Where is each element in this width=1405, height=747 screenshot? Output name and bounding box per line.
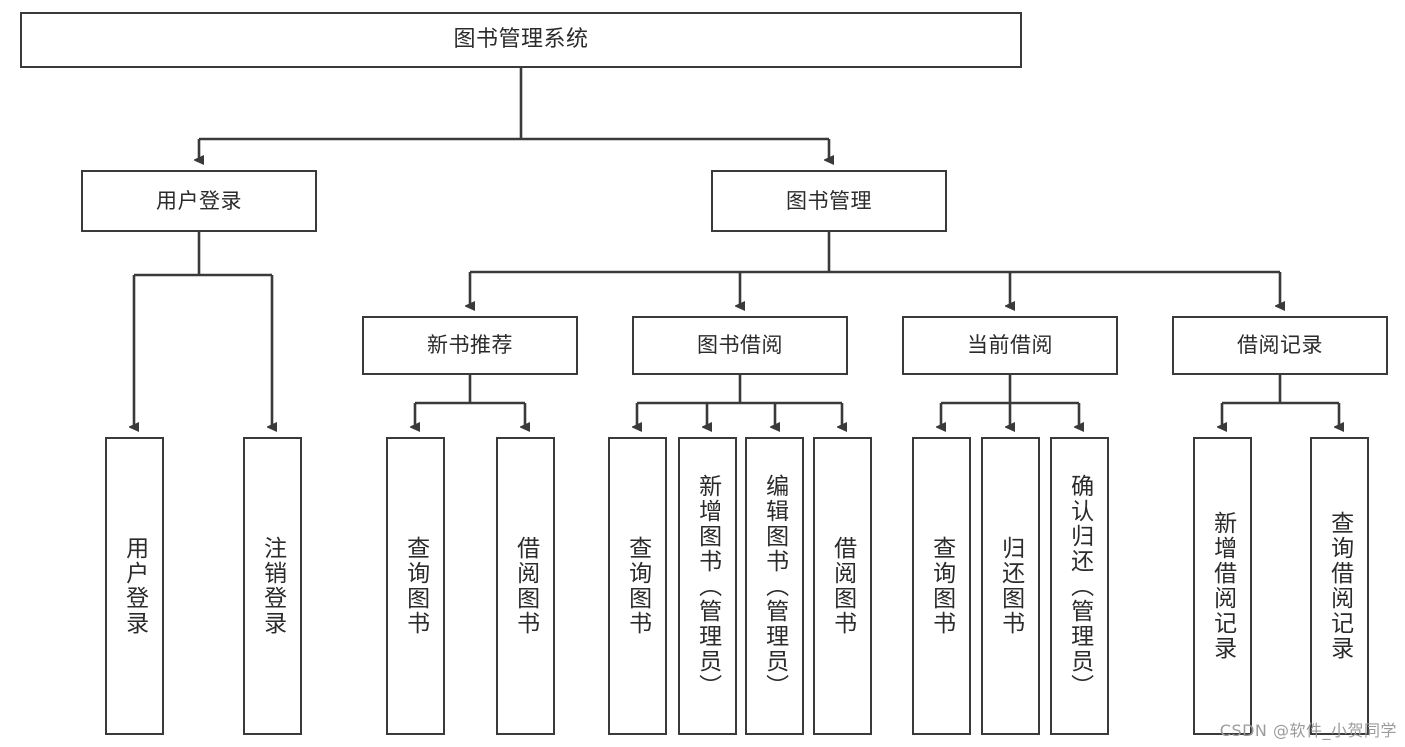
node-label: 用户登录	[121, 536, 148, 636]
node-label: 图书借阅	[697, 333, 783, 358]
node-label: 图书管理	[786, 188, 872, 213]
node-new-book-recommend[interactable]: 新书推荐	[362, 316, 578, 375]
node-label: 编辑图书（管理员）	[761, 473, 788, 699]
leaf-query-book-current[interactable]: 查询图书	[912, 437, 971, 735]
node-label: 注销登录	[259, 536, 286, 636]
node-label: 查询借阅记录	[1326, 511, 1353, 661]
leaf-borrow-book[interactable]: 借阅图书	[813, 437, 872, 735]
node-label: 新书推荐	[427, 333, 513, 358]
leaf-user-login[interactable]: 用户登录	[105, 437, 164, 735]
node-label: 查询图书	[624, 536, 651, 636]
node-current-borrow[interactable]: 当前借阅	[902, 316, 1118, 375]
node-label: 确认归还（管理员）	[1066, 473, 1093, 699]
node-label: 当前借阅	[967, 333, 1053, 358]
node-borrow-record[interactable]: 借阅记录	[1172, 316, 1388, 375]
leaf-query-book-recommend[interactable]: 查询图书	[386, 437, 445, 735]
node-label: 借阅图书	[512, 536, 539, 636]
node-label: 新增借阅记录	[1209, 511, 1236, 661]
leaf-query-borrow-record[interactable]: 查询借阅记录	[1310, 437, 1369, 735]
leaf-query-book-borrow[interactable]: 查询图书	[608, 437, 667, 735]
leaf-logout[interactable]: 注销登录	[243, 437, 302, 735]
node-label: 查询图书	[402, 536, 429, 636]
node-label: 借阅图书	[829, 536, 856, 636]
node-label: 用户登录	[156, 188, 242, 213]
leaf-confirm-return-admin[interactable]: 确认归还（管理员）	[1050, 437, 1109, 735]
node-user-login[interactable]: 用户登录	[81, 170, 317, 232]
leaf-add-borrow-record[interactable]: 新增借阅记录	[1193, 437, 1252, 735]
node-label: 查询图书	[928, 536, 955, 636]
leaf-return-book[interactable]: 归还图书	[981, 437, 1040, 735]
node-label: 归还图书	[997, 536, 1024, 636]
node-label: 图书管理系统	[453, 27, 589, 53]
node-root-system[interactable]: 图书管理系统	[20, 12, 1022, 68]
leaf-borrow-book-recommend[interactable]: 借阅图书	[496, 437, 555, 735]
leaf-add-book-admin[interactable]: 新增图书（管理员）	[678, 437, 737, 735]
watermark-csdn: CSDN @软件_小贺同学	[1219, 721, 1397, 740]
node-book-management[interactable]: 图书管理	[711, 170, 947, 232]
node-label: 借阅记录	[1237, 333, 1323, 358]
node-book-borrow[interactable]: 图书借阅	[632, 316, 848, 375]
leaf-edit-book-admin[interactable]: 编辑图书（管理员）	[745, 437, 804, 735]
node-label: 新增图书（管理员）	[694, 473, 721, 699]
